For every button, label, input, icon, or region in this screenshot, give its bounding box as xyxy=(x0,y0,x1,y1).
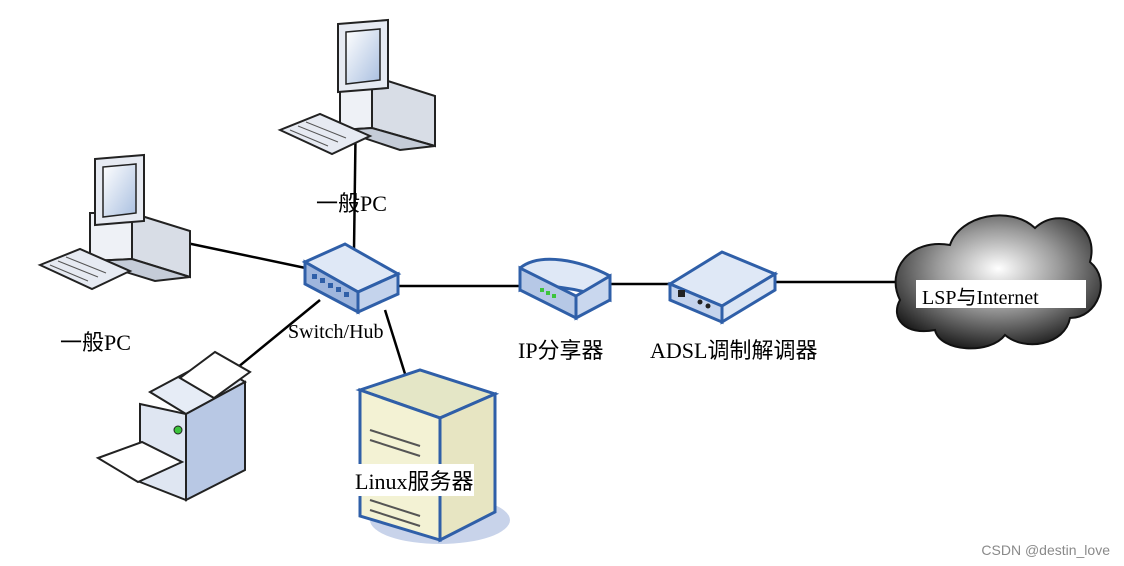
switch-hub-icon xyxy=(301,242,402,315)
pc-left-label: 一般PC xyxy=(60,330,131,355)
watermark: CSDN @destin_love xyxy=(981,542,1110,558)
adsl-label: ADSL调制解调器 xyxy=(650,338,818,363)
pc-top-label: 一般PC xyxy=(316,191,387,216)
desktop-pc-icon xyxy=(37,153,191,291)
server-icon xyxy=(355,368,510,544)
cloud-icon xyxy=(894,214,1102,350)
internet-label: LSP与Internet xyxy=(922,287,1039,309)
server-label: Linux服务器 xyxy=(355,464,474,496)
desktop-pc-icon xyxy=(277,18,436,156)
printer-icon xyxy=(95,350,252,502)
switch-hub-label: Switch/Hub xyxy=(288,321,384,343)
modem-icon xyxy=(666,250,779,325)
router-label: IP分享器 xyxy=(518,338,604,363)
router-icon xyxy=(518,257,612,321)
